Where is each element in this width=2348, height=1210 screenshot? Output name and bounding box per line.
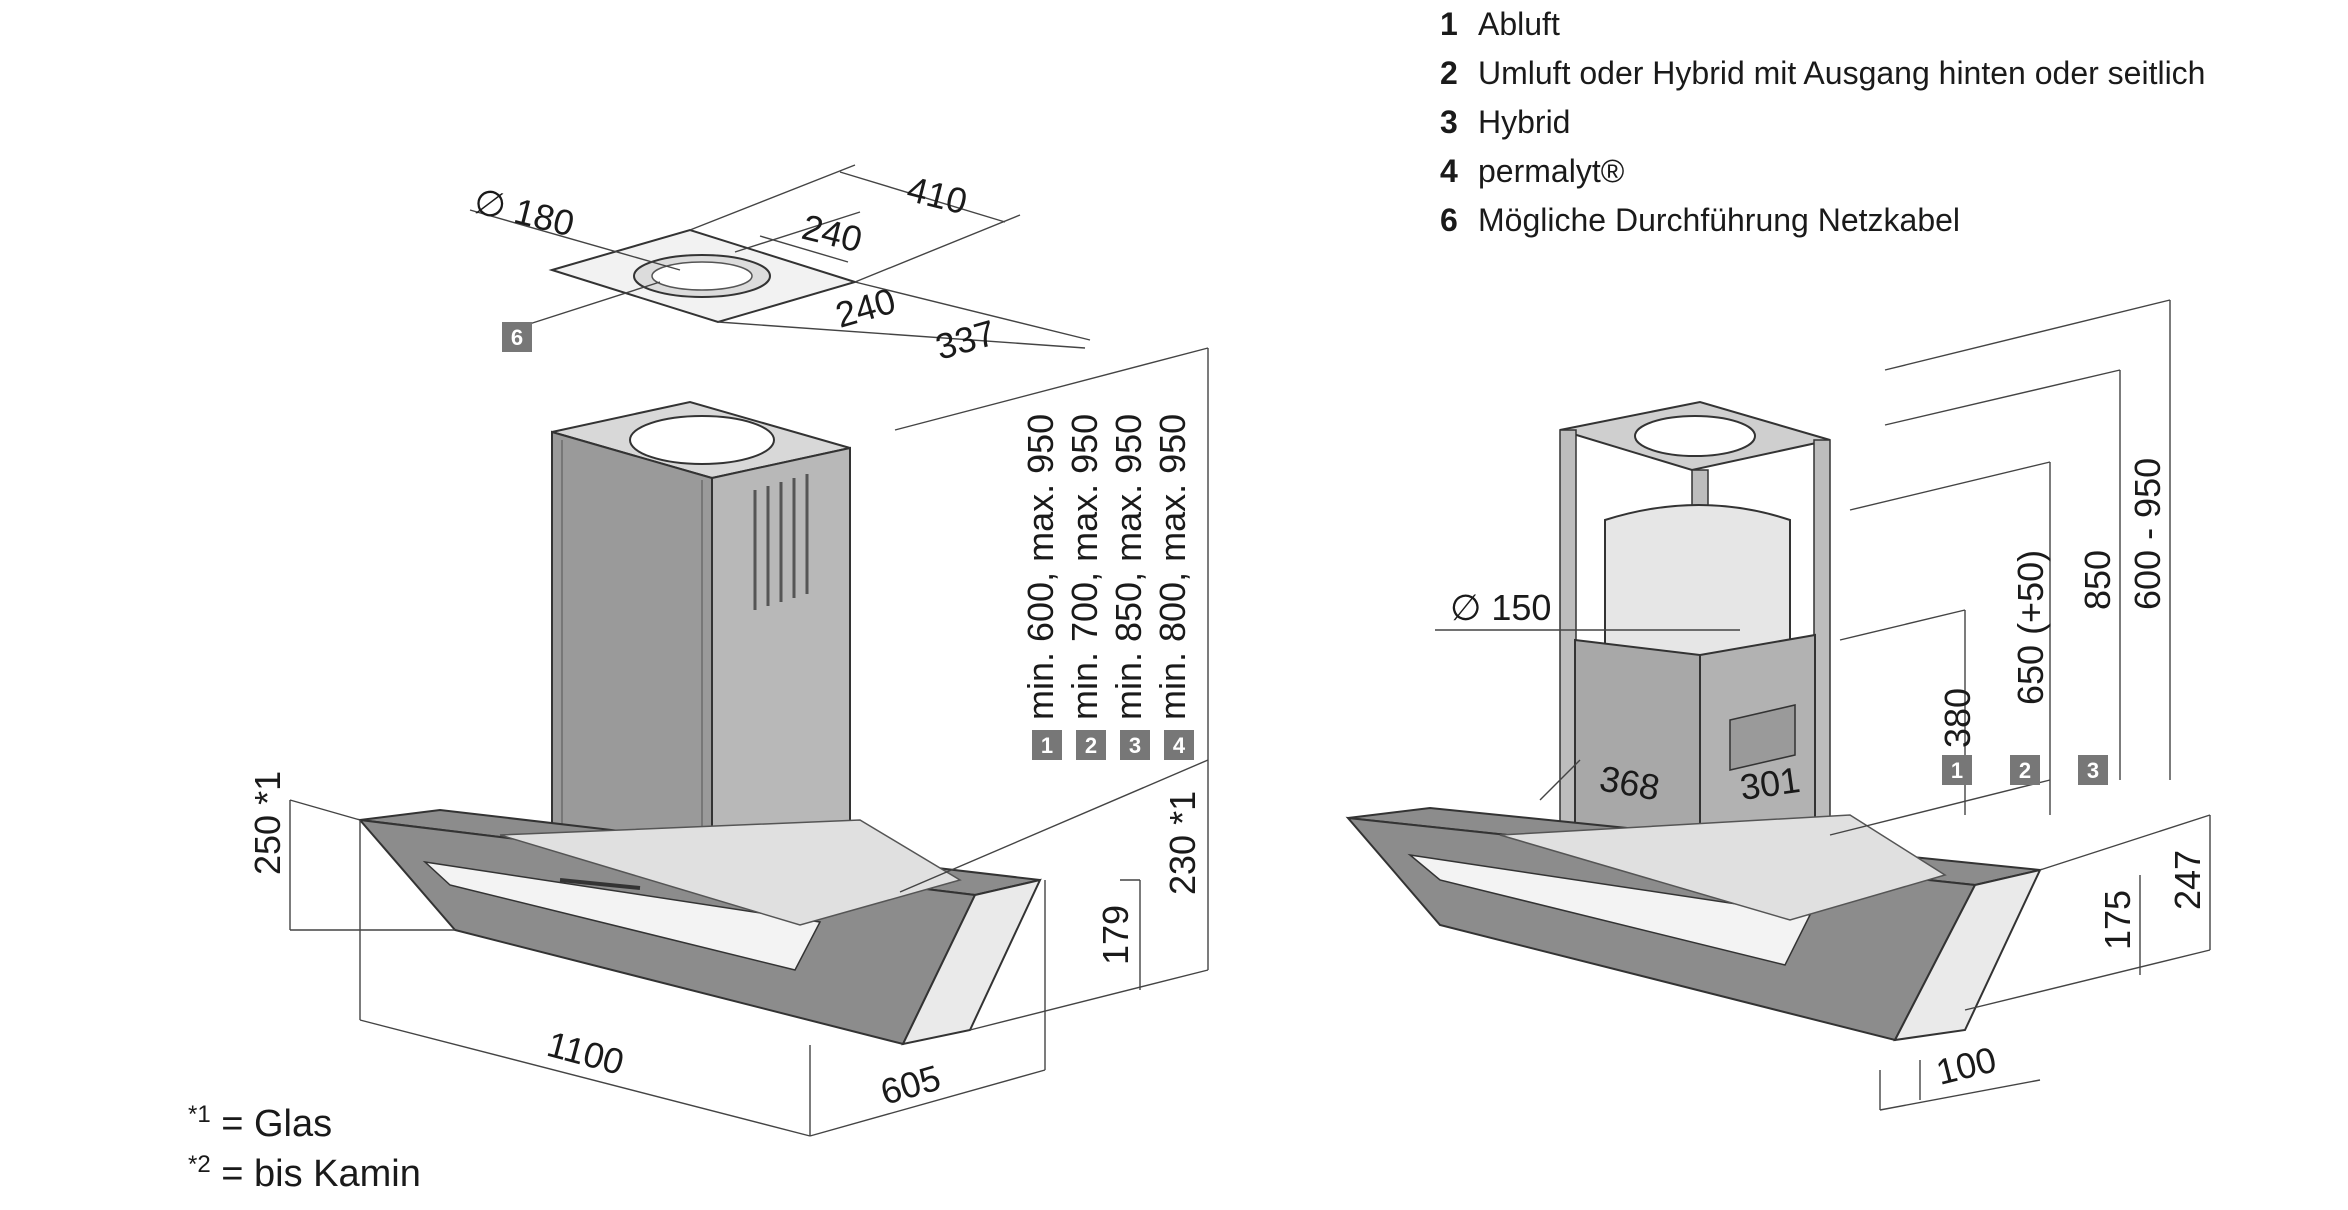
frame — [1559, 400, 1831, 911]
height-badge-2 — [1076, 730, 1106, 760]
dim-337: 337 — [931, 312, 1000, 368]
dim-600-950: 600 - 950 — [2127, 458, 2168, 610]
height-option-4: min. 800, max. 950 — [1152, 414, 1193, 720]
dim-247: 247 — [2167, 850, 2208, 910]
dim-diameter-180: ∅ 180 — [470, 180, 578, 244]
right-dimension-lines — [1435, 299, 2211, 1111]
footnote-glas: *1 = Glas — [188, 1101, 333, 1145]
dim-410: 410 — [903, 168, 971, 222]
chimney — [551, 400, 851, 894]
dim-240-bottom: 240 — [831, 280, 900, 336]
dim-650: 650 (+50) — [2010, 550, 2051, 705]
footnote-kamin: *2 = bis Kamin — [188, 1151, 421, 1195]
height-badge-2-label: 2 — [1085, 733, 1097, 758]
dim-179: 179 — [1095, 905, 1136, 965]
right-badge-3-label: 3 — [2087, 758, 2099, 783]
right-badge-3 — [2078, 755, 2108, 785]
right-badge-2 — [2010, 755, 2040, 785]
badge-6-label: 6 — [511, 325, 523, 350]
dim-605: 605 — [876, 1057, 945, 1113]
height-badge-1-label: 1 — [1041, 733, 1053, 758]
right-view: ∅ 150 380 650 (+50) 850 600 - 950 1 2 3 … — [1345, 299, 2211, 1111]
dim-230: 230 *1 — [1162, 791, 1203, 895]
dim-850: 850 — [2077, 550, 2118, 610]
ceiling-plate — [469, 164, 1091, 349]
height-badge-1 — [1032, 730, 1062, 760]
footnotes: *1 = Glas *2 = bis Kamin — [188, 1090, 421, 1195]
height-badge-3-label: 3 — [1129, 733, 1141, 758]
dim-301: 301 — [1737, 759, 1802, 808]
dim-1100: 1100 — [543, 1023, 628, 1083]
dim-250: 250 *1 — [247, 771, 288, 875]
dim-diameter-150: ∅ 150 — [1450, 587, 1551, 628]
dim-380: 380 — [1937, 688, 1978, 748]
hood-body-right — [1345, 806, 2042, 1042]
right-badge-1 — [1942, 755, 1972, 785]
height-badge-4-label: 4 — [1173, 733, 1186, 758]
dim-175: 175 — [2097, 890, 2138, 950]
height-option-3: min. 850, max. 950 — [1108, 414, 1149, 720]
height-badge-3 — [1120, 730, 1150, 760]
dim-100: 100 — [1932, 1038, 2000, 1092]
height-option-2: min. 700, max. 950 — [1064, 414, 1105, 720]
dim-240-top: 240 — [798, 206, 866, 260]
right-badge-2-label: 2 — [2019, 758, 2031, 783]
height-option-1: min. 600, max. 950 — [1020, 414, 1061, 720]
right-badge-1-label: 1 — [1951, 758, 1963, 783]
hood-body — [357, 808, 1042, 1046]
height-badge-4 — [1164, 730, 1194, 760]
left-view: ∅ 180 410 240 240 337 6 — [247, 164, 1209, 1137]
badge-6 — [502, 322, 532, 352]
left-dimension-lines — [289, 347, 1209, 1137]
